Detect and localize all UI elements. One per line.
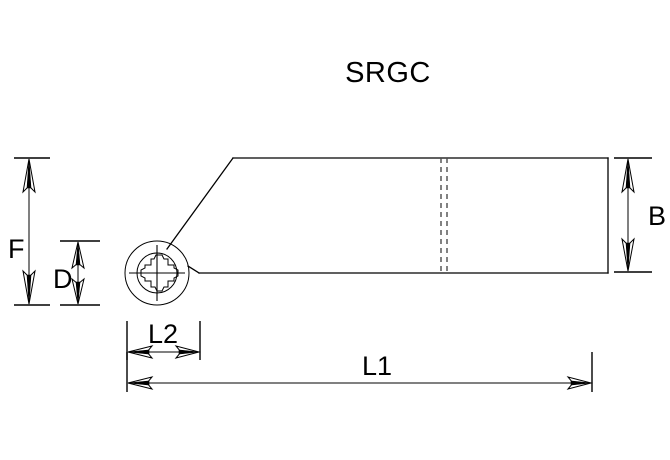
arrow-down-icon-F-core [26, 274, 32, 305]
torx-screw-icon [140, 254, 179, 292]
break-lines-group [440, 158, 448, 273]
arrow-left-icon-L1-core [127, 380, 150, 386]
drawing-title: SRGC [345, 57, 431, 89]
arrow-right-icon-L2-core [178, 349, 200, 355]
dimension-B: B [614, 157, 666, 273]
clamping-head-group [124, 240, 190, 306]
body-head-tangent [187, 265, 200, 274]
dimension-L1-label: L1 [362, 351, 392, 381]
tool-body-group [166, 157, 609, 274]
dimension-D: D [53, 240, 100, 306]
dimension-L2: L2 [126, 319, 201, 360]
arrow-up-icon-F-core [26, 158, 32, 189]
arrow-up-icon-D-core [75, 241, 81, 266]
body-chamfer-edge [166, 157, 234, 250]
arrow-up-icon-B-core [625, 158, 631, 189]
arrow-down-icon-B-core [625, 242, 631, 272]
dimension-L1: L1 [126, 351, 593, 392]
arrow-down-icon-D-core [75, 281, 81, 305]
arrow-left-icon-L2-core [127, 349, 150, 355]
dimension-B-label: B [648, 201, 666, 231]
head-outer-circle [124, 240, 190, 306]
dimension-L2-label: L2 [148, 319, 178, 349]
dimension-F: F [8, 157, 50, 306]
arrow-right-icon-L1-core [570, 380, 592, 386]
dimension-D-label: D [53, 264, 73, 294]
dimension-F-label: F [8, 234, 25, 264]
